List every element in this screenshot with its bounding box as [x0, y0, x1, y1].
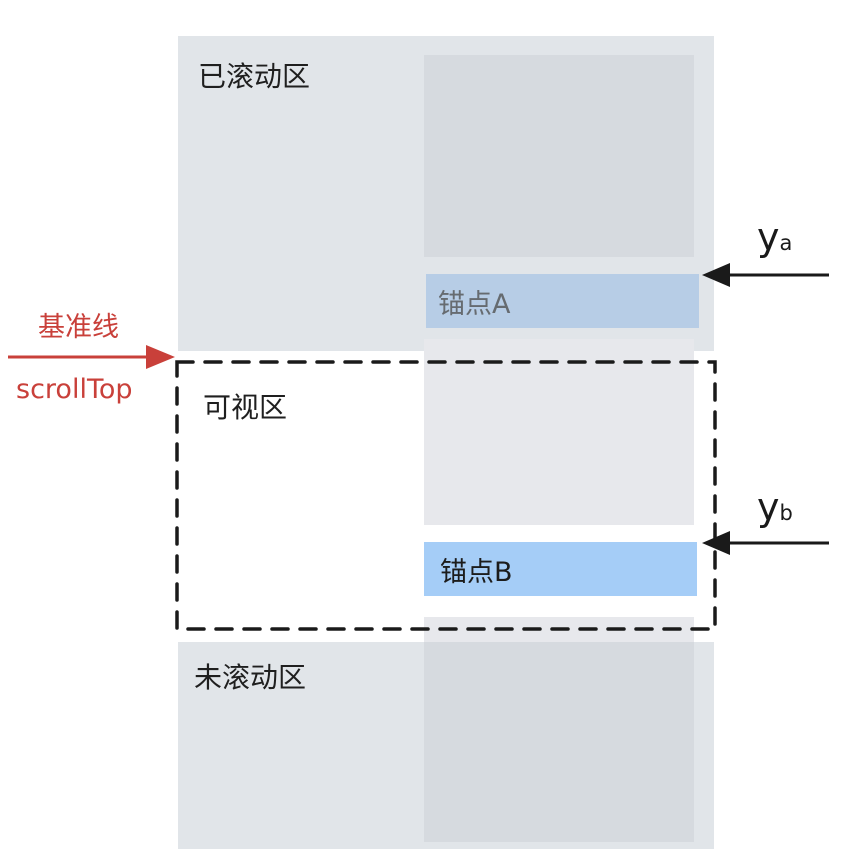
- baseline-arrow: [8, 345, 175, 369]
- yb-arrow: [702, 531, 829, 555]
- scrolltop-label: scrollTop: [16, 374, 133, 405]
- yb-sub: b: [779, 501, 793, 525]
- unscrolled-content-block: [424, 642, 694, 842]
- scrolled-zone-label: 已滚动区: [198, 60, 311, 93]
- ya-main: y: [757, 215, 780, 259]
- ya-label: ya: [757, 218, 792, 256]
- viewport-dashed-border: [175, 360, 717, 631]
- anchor-b: 锚点B: [424, 542, 697, 596]
- unscrolled-zone-label: 未滚动区: [194, 661, 307, 694]
- ya-sub: a: [779, 231, 793, 255]
- anchor-a-label: 锚点A: [438, 288, 511, 320]
- scrolled-content-block: [424, 55, 694, 257]
- baseline-label: 基准线: [38, 312, 119, 343]
- visible-content-block: [424, 339, 694, 525]
- yb-label: yb: [757, 488, 793, 526]
- visible-zone-label: 可视区: [203, 391, 288, 424]
- anchor-b-label: 锚点B: [440, 556, 513, 588]
- anchor-a: 锚点A: [426, 274, 699, 328]
- yb-main: y: [757, 485, 780, 529]
- ya-arrow: [702, 263, 829, 287]
